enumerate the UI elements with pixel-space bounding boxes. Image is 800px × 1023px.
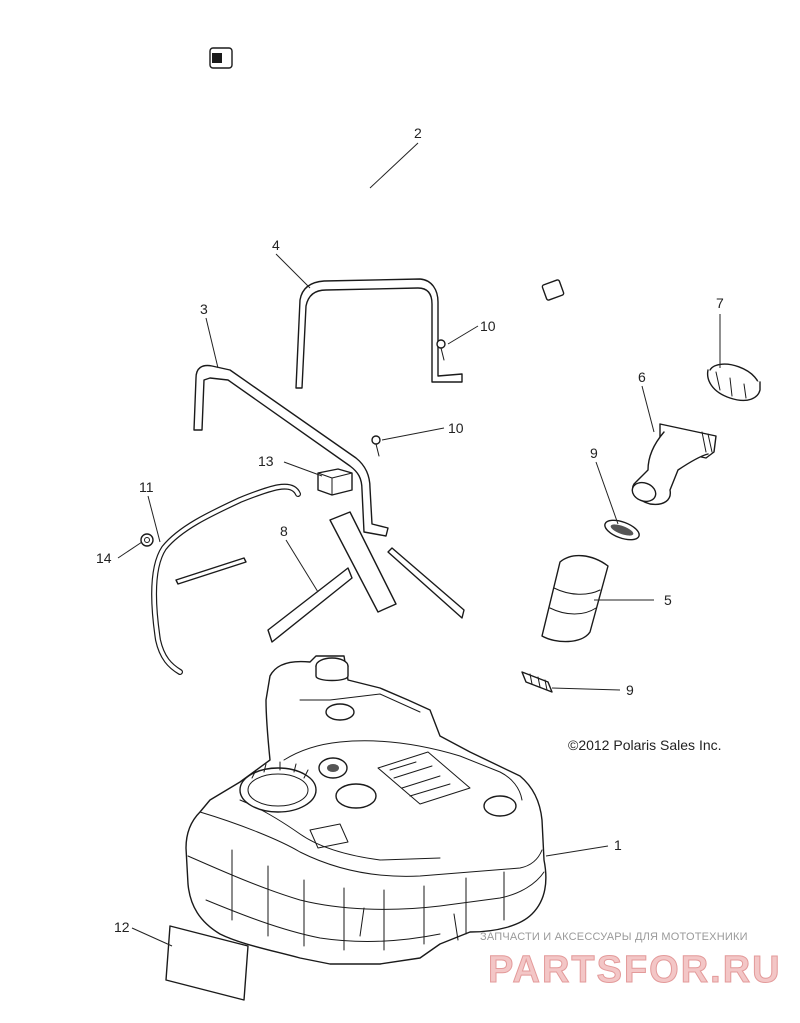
copyright-notice: ©2012 Polaris Sales Inc.	[568, 737, 722, 753]
callout-8: 8	[280, 523, 288, 539]
callout-10-upper: 10	[480, 318, 496, 334]
part-7-fuel-cap	[706, 363, 761, 402]
part-14-nut	[140, 533, 154, 547]
callout-13: 13	[258, 453, 274, 469]
part-6-filler-neck	[631, 423, 717, 506]
callout-6: 6	[638, 369, 646, 385]
callout-5: 5	[664, 592, 672, 608]
part-3-tank-strap	[193, 364, 389, 537]
part-13-pad	[317, 468, 353, 496]
leader-lines	[117, 142, 721, 947]
part-5-filler-hose	[541, 555, 609, 643]
part-11-hose	[151, 483, 301, 675]
callout-labels: 1 2 3 4 5 6 7 8 9 9 10 10 11 12 13 14	[96, 125, 724, 935]
callout-3: 3	[200, 301, 208, 317]
watermark-logo: PARTSFOR.RU	[488, 949, 782, 991]
part-2-vent-hose	[209, 47, 565, 301]
callout-7: 7	[716, 295, 724, 311]
watermark-tagline: ЗАПЧАСТИ И АКСЕССУАРЫ ДЛЯ МОТОТЕХНИКИ	[480, 931, 748, 943]
part-9-clamp-lower	[521, 671, 553, 693]
callout-11: 11	[139, 479, 154, 495]
callout-4: 4	[272, 237, 280, 253]
part-10-bolt-lower	[371, 435, 381, 457]
callout-9-lower: 9	[626, 682, 634, 698]
part-12-label	[165, 925, 249, 1001]
part-8-pads	[175, 511, 465, 643]
part-9-clamp-upper	[604, 519, 640, 541]
callout-10-lower: 10	[448, 420, 464, 436]
part-10-bolt-upper	[436, 339, 446, 361]
callout-9-upper: 9	[590, 445, 598, 461]
callout-14: 14	[96, 550, 112, 566]
part-1-fuel-tank	[185, 655, 547, 965]
callout-1: 1	[614, 837, 622, 853]
watermark: ЗАПЧАСТИ И АКСЕССУАРЫ ДЛЯ МОТОТЕХНИКИ PA…	[480, 931, 782, 992]
callout-2: 2	[414, 125, 422, 141]
callout-12: 12	[114, 919, 130, 935]
part-4-tank-strap	[295, 278, 463, 389]
